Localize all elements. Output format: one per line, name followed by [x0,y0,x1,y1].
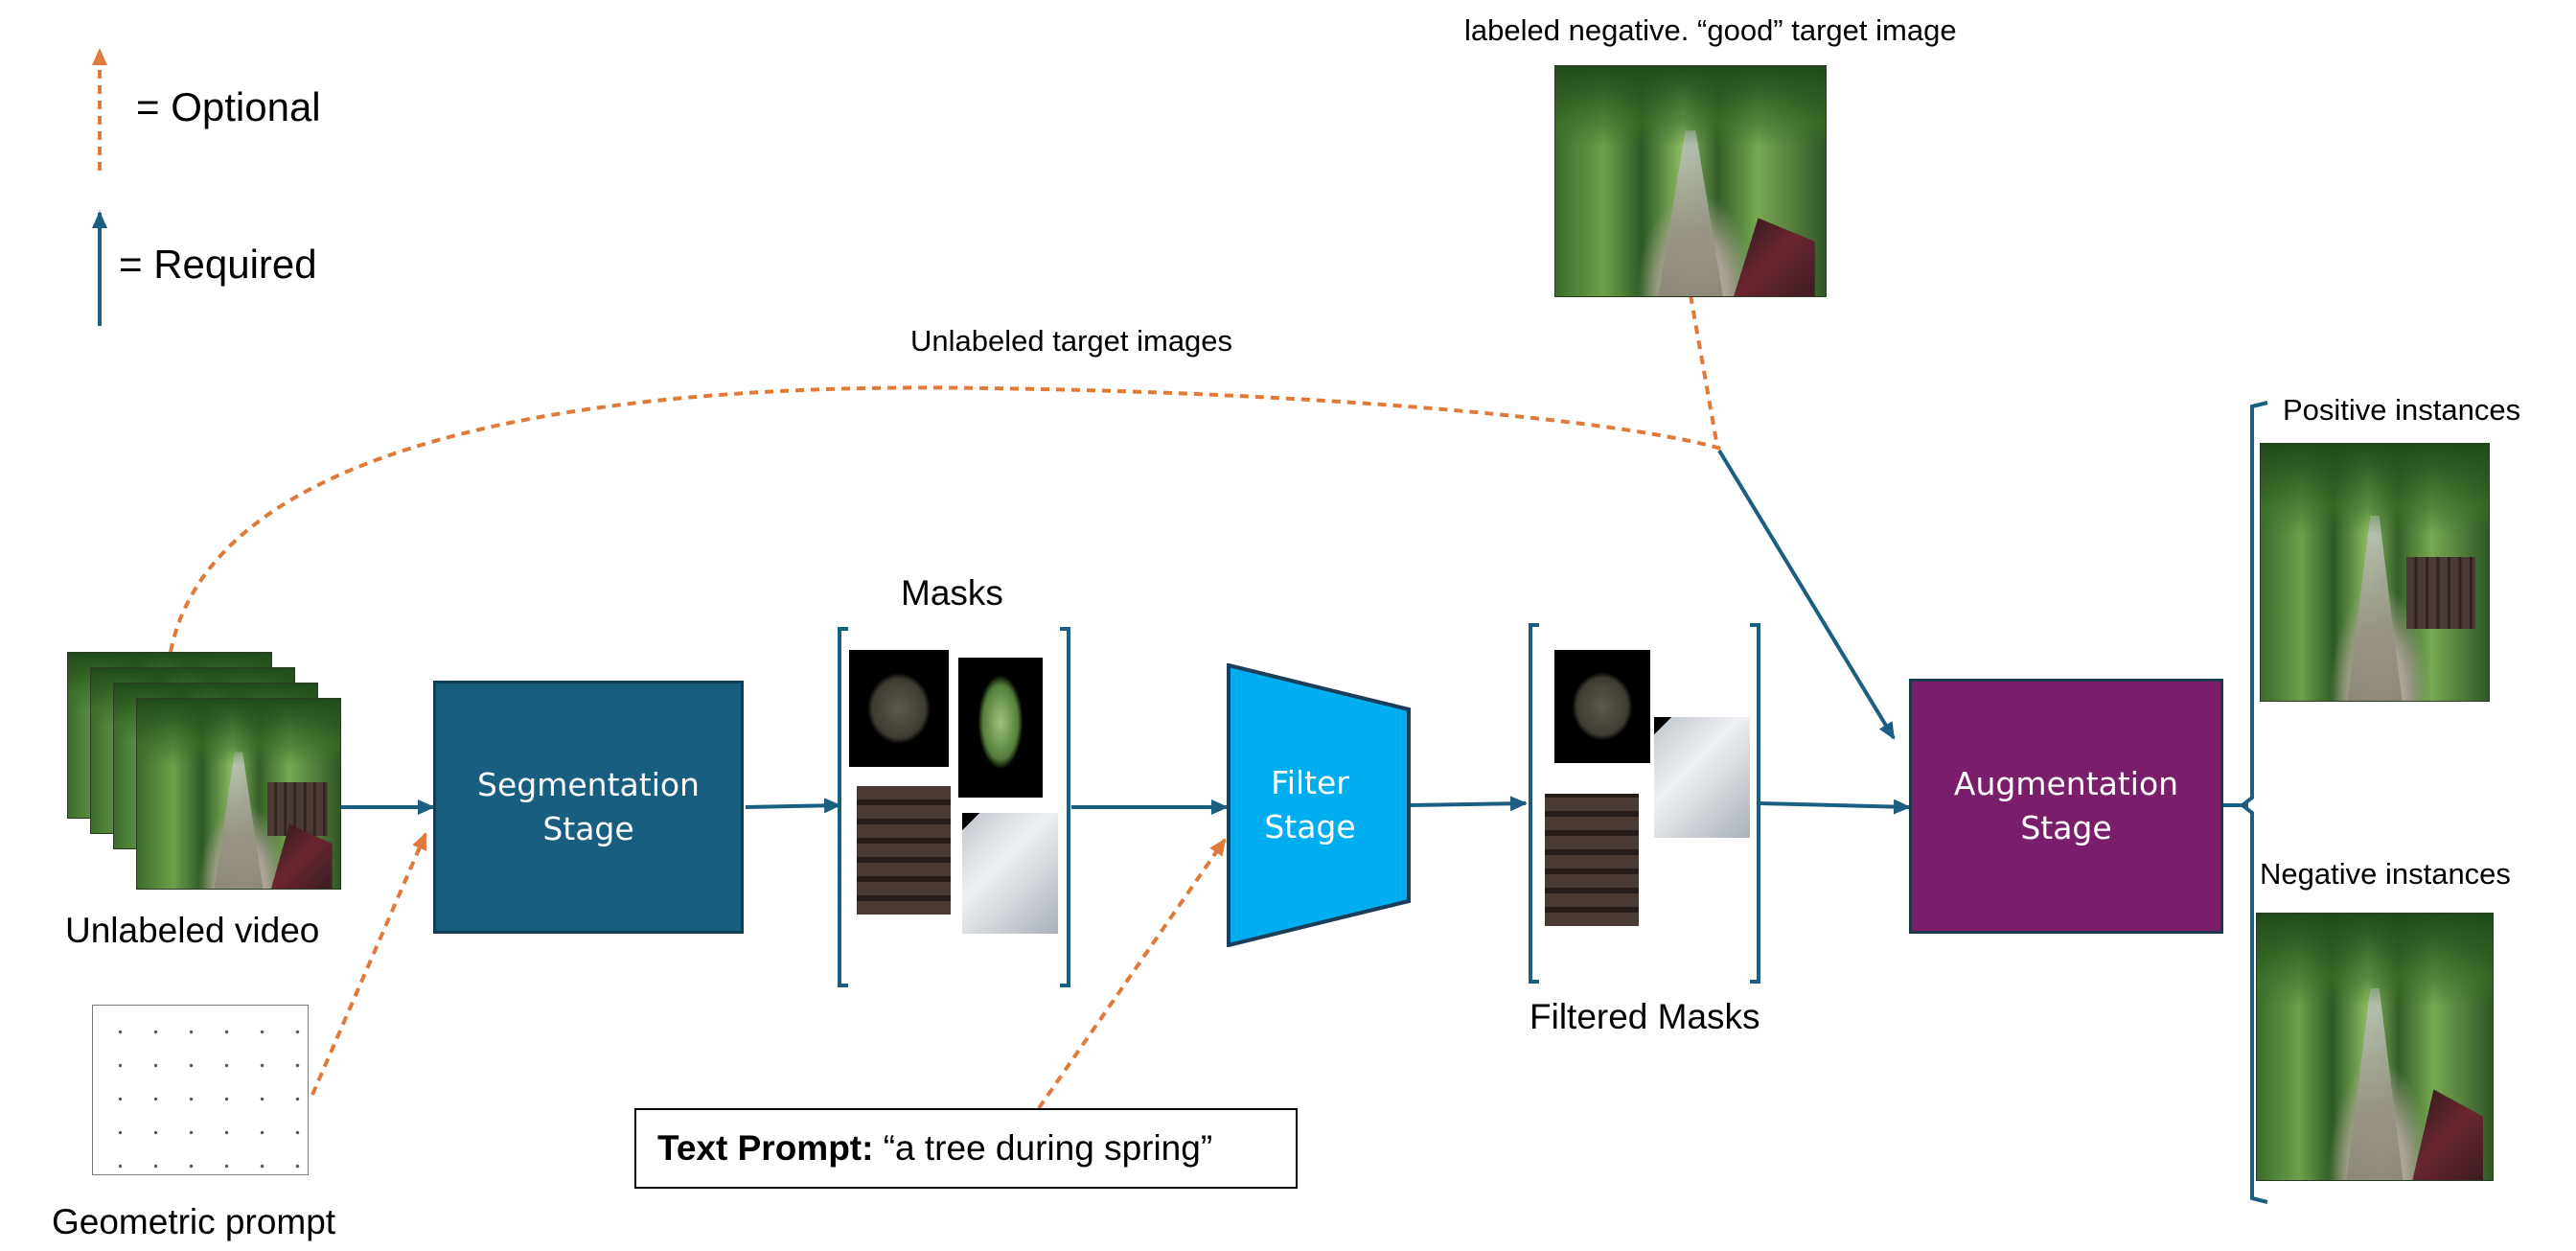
geometric-prompt-label: Geometric prompt [52,1202,336,1241]
unlabeled-video-stack [67,652,345,893]
arrow-target-to-augmentation [1717,449,1896,740]
segmentation-stage-line1: Segmentation [477,766,700,803]
arrow-filtered-to-augmentation [1759,799,1911,815]
filter-stage-line2: Stage [1264,808,1356,846]
segmentation-stage-line2: Stage [542,810,634,847]
filtered-masks-label: Filtered Masks [1530,997,1760,1036]
filter-stage [1227,663,1411,947]
filter-stage-line1: Filter [1271,764,1349,801]
masks-bracket-left [838,627,848,987]
filtered-bracket-left [1529,623,1539,984]
filtered-bracket-right [1750,623,1760,984]
segmentation-stage: Segmentation Stage [433,681,744,934]
geometric-prompt-grid [92,1005,309,1175]
filter-stage-label: Filter Stage [1229,663,1392,947]
text-prompt-value: “a tree during spring” [873,1128,1213,1168]
positive-instance-image [2260,443,2490,702]
negative-instances-label: Negative instances [2260,857,2511,891]
labeled-negative-image [1554,65,1827,297]
mask-block [962,813,1058,934]
text-prompt-box: Text Prompt: “a tree during spring” [634,1108,1298,1189]
video-frame-4 [136,698,341,890]
legend-required-label: = Required [119,242,317,287]
masks-bracket-right [1060,627,1070,987]
filtered-mask-crate [1545,794,1639,926]
text-prompt-prefix: Text Prompt: [657,1128,874,1168]
mask-tree [958,658,1043,798]
augmentation-stage: Augmentation Stage [1909,679,2223,934]
filtered-mask-block [1654,717,1750,838]
mask-crate [857,786,951,915]
positive-instances-label: Positive instances [2283,393,2521,427]
arrow-text-prompt [1037,838,1227,1110]
augmentation-stage-line1: Augmentation [1953,765,2179,802]
legend-optional-label: = Optional [136,84,321,129]
masks-label: Masks [901,573,1003,613]
augmentation-stage-line2: Stage [2020,809,2112,846]
labeled-negative-label: labeled negative. “good” target image [1464,13,1957,47]
filtered-mask-rock [1554,650,1650,763]
unlabeled-target-images-label: Unlabeled target images [910,324,1233,358]
arrow-labeled-negative [1689,294,1719,448]
unlabeled-video-label: Unlabeled video [65,911,320,950]
arrow-filter-to-filtered [1408,796,1528,812]
negative-instance-image [2256,913,2494,1181]
arrow-segmentation-to-masks [745,798,841,814]
mask-rock [849,650,949,767]
